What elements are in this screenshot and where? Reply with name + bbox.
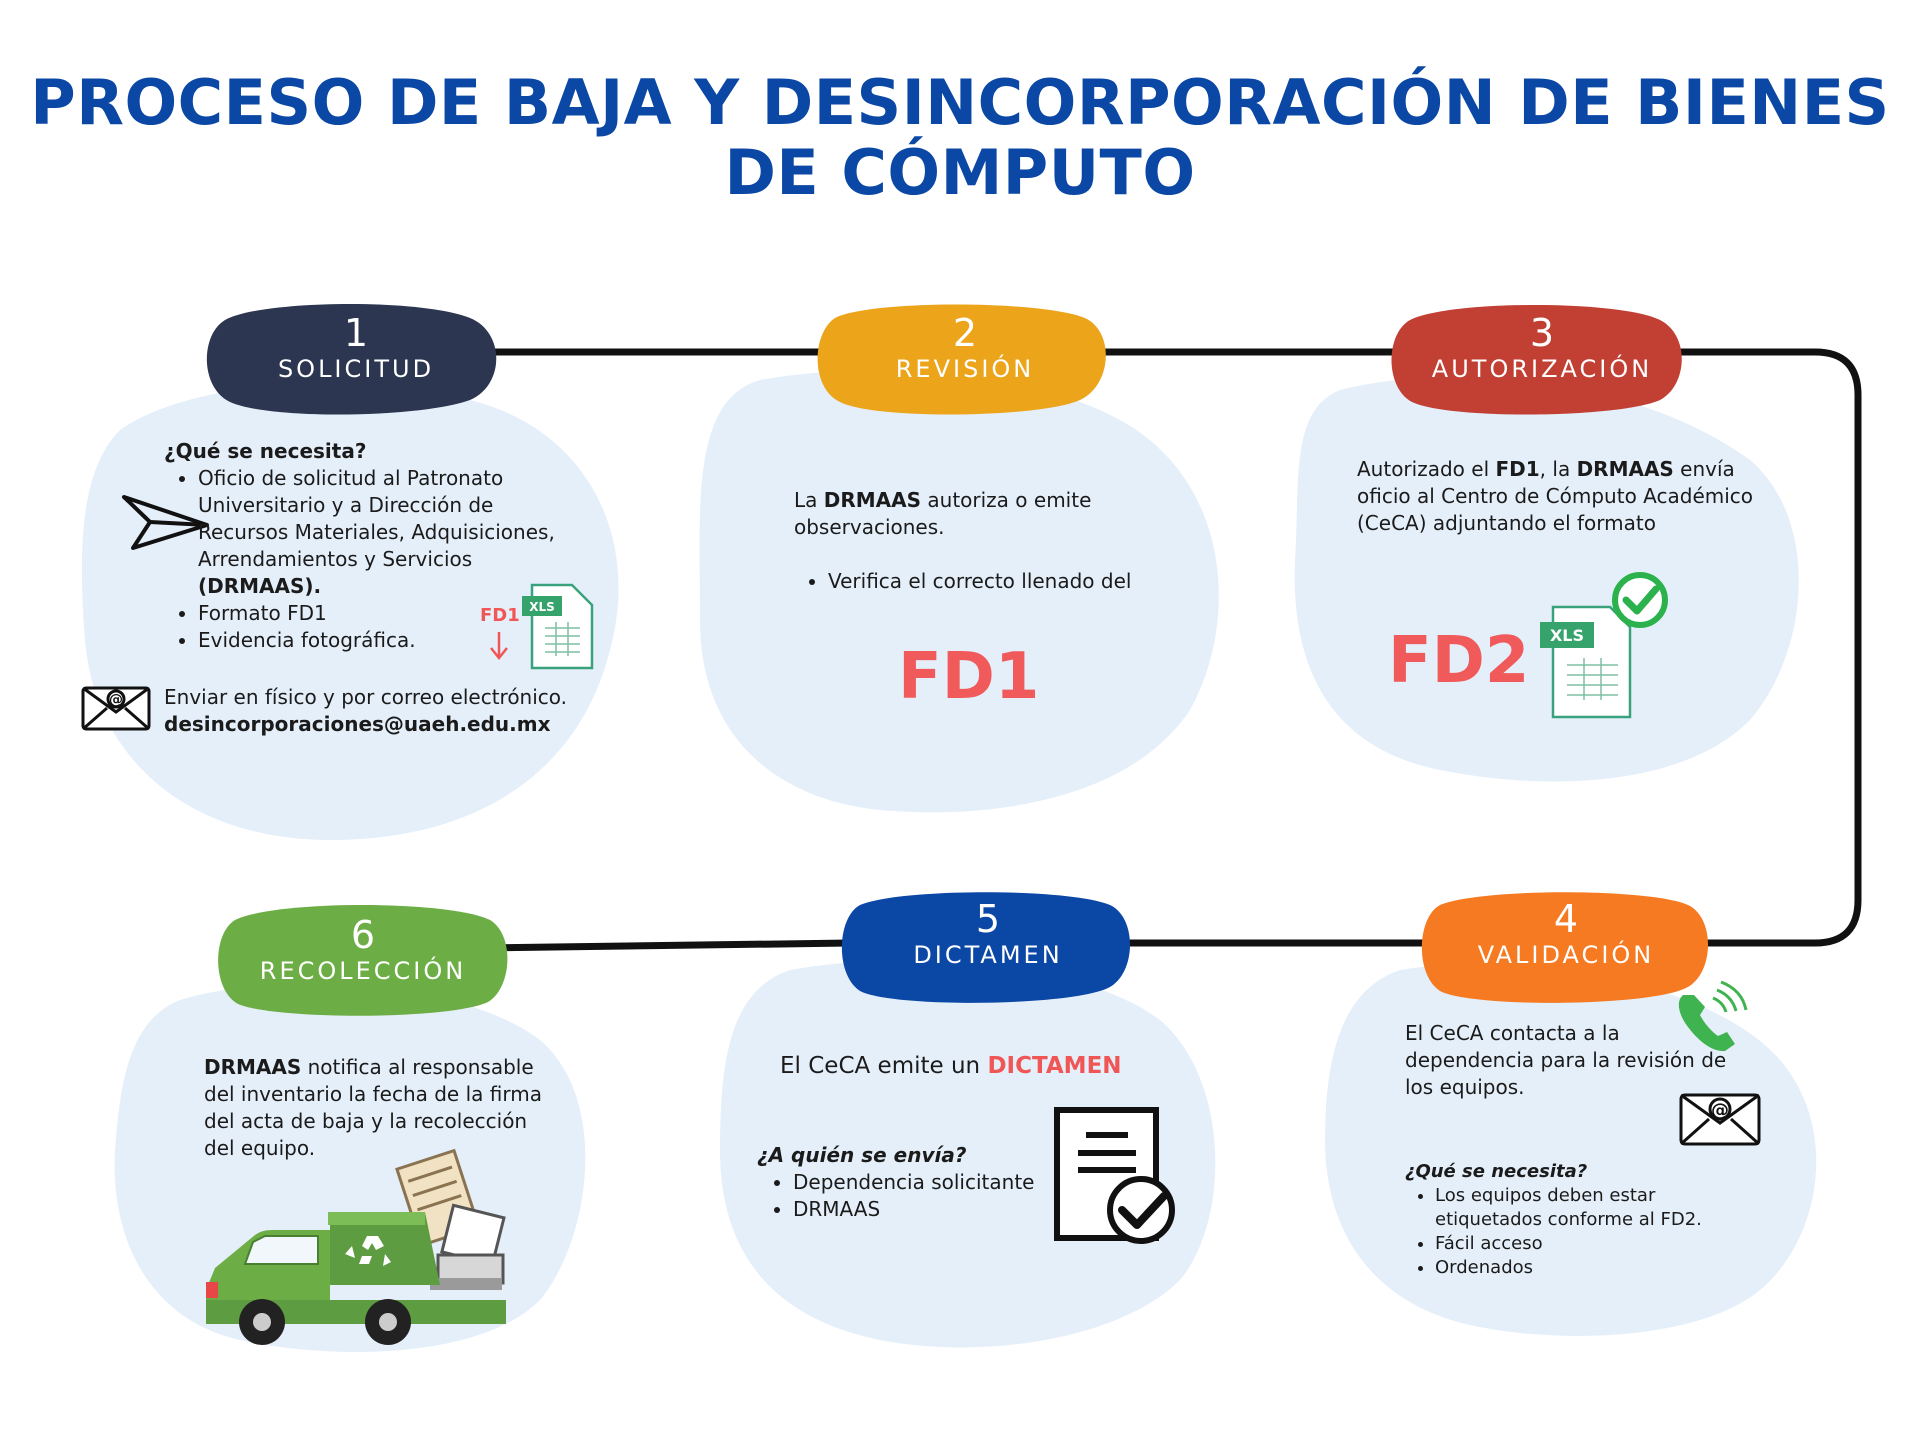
- blob-step-3: [1294, 376, 1799, 782]
- title-line-1: PROCESO DE BAJA Y DESINCORPORACIÓN DE BI…: [30, 66, 1890, 139]
- pill-label-step-2: 2 REVISIÓN: [815, 312, 1115, 384]
- step-3-label: AUTORIZACIÓN: [1431, 355, 1653, 383]
- blob-step-5: [720, 960, 1216, 1348]
- pill-step-1: [206, 303, 497, 415]
- step-5-list: ¿A quién se envía? Dependencia solicitan…: [757, 1142, 1057, 1223]
- svg-text:XLS: XLS: [529, 600, 555, 614]
- email-icon-2: @: [1679, 1093, 1761, 1146]
- step-1-heading: ¿Qué se necesita?: [164, 439, 367, 463]
- step-4-label: VALIDACIÓN: [1477, 941, 1655, 969]
- step-1-email[interactable]: desincorporaciones@uaeh.edu.mx: [164, 712, 551, 736]
- step-4-heading: ¿Qué se necesita?: [1405, 1161, 1588, 1182]
- svg-text:@: @: [1711, 1100, 1729, 1121]
- step-1-send: Enviar en físico y por correo electrónic…: [164, 684, 624, 738]
- step-6-text: DRMAAS notifica al responsable del inven…: [204, 1055, 542, 1160]
- step-1-send-text: Enviar en físico y por correo electrónic…: [164, 685, 568, 709]
- pill-label-step-5: 5 DICTAMEN: [840, 898, 1136, 970]
- title-line-2: DE CÓMPUTO: [724, 136, 1196, 209]
- pill-step-5: [841, 892, 1131, 1003]
- step-5-text: El CeCA emite un DICTAMEN: [780, 1053, 1122, 1079]
- step-3-number: 3: [1529, 311, 1555, 355]
- step-4-item: Ordenados: [1435, 1256, 1725, 1280]
- fd1-file-label: FD1: [480, 605, 520, 626]
- step-2-big-fd1: FD1: [898, 640, 1040, 714]
- step-3-text: Autorizado el FD1, la DRMAAS envía ofici…: [1357, 457, 1754, 535]
- down-arrow-icon: [490, 632, 508, 661]
- step-6-number: 6: [350, 913, 376, 957]
- email-icon: @: [81, 686, 151, 731]
- step-4-list: ¿Qué se necesita? Los equipos deben esta…: [1405, 1160, 1725, 1280]
- xls-file-icon: XLS: [522, 583, 594, 670]
- connector-line: [479, 348, 1862, 952]
- step-1-label: SOLICITUD: [277, 355, 435, 383]
- step-6-label: RECOLECCIÓN: [259, 957, 467, 985]
- step-5-number: 5: [975, 897, 1001, 941]
- step-5-item: Dependencia solicitante: [793, 1169, 1057, 1196]
- step-2-bullet: Verifica el correcto llenado del: [794, 568, 1154, 595]
- step-1-number: 1: [343, 311, 369, 355]
- pill-label-step-1: 1 SOLICITUD: [208, 312, 504, 384]
- step-1-item: Formato FD1: [198, 600, 568, 627]
- pill-step-3: [1391, 305, 1682, 415]
- step-3-big-fd2: FD2: [1388, 624, 1530, 698]
- pill-step-6: [218, 905, 508, 1016]
- pill-label-step-3: 3 AUTORIZACIÓN: [1392, 312, 1692, 384]
- blob-step-4: [1325, 964, 1817, 1336]
- document-check-icon: [1054, 1107, 1175, 1244]
- step-4-item: Los equipos deben estar etiquetados conf…: [1435, 1184, 1725, 1232]
- xls-file-check-icon: XLS: [1540, 572, 1668, 719]
- recycling-truck-icon: [206, 1148, 506, 1345]
- svg-text:@: @: [109, 692, 123, 708]
- page-title: PROCESO DE BAJA Y DESINCORPORACIÓN DE BI…: [0, 68, 1920, 208]
- step-5-heading: ¿A quién se envía?: [757, 1143, 967, 1167]
- step-5-item: DRMAAS: [793, 1196, 1057, 1223]
- svg-text:XLS: XLS: [1550, 626, 1584, 645]
- step-5-label: DICTAMEN: [913, 941, 1063, 969]
- pill-label-step-6: 6 RECOLECCIÓN: [215, 914, 511, 986]
- blob-step-1: [81, 383, 619, 840]
- step-1-item: Evidencia fotográfica.: [198, 627, 568, 654]
- step-2-text: La DRMAAS autoriza o emite observaciones…: [794, 488, 1092, 539]
- step-1-content: ¿Qué se necesita? Oficio de solicitud al…: [164, 438, 564, 654]
- pill-step-4: [1421, 892, 1709, 1003]
- pill-step-2: [817, 304, 1106, 415]
- step-4-text: El CeCA contacta a la dependencia para l…: [1405, 1021, 1727, 1099]
- pill-label-step-4: 4 VALIDACIÓN: [1418, 898, 1714, 970]
- step-4-item: Fácil acceso: [1435, 1232, 1725, 1256]
- step-2-number: 2: [952, 311, 978, 355]
- step-4-number: 4: [1553, 897, 1579, 941]
- blob-step-2: [699, 370, 1219, 813]
- send-arrow-icon: [122, 495, 209, 550]
- step-2-label: REVISIÓN: [895, 355, 1035, 383]
- phone-icon: [1678, 980, 1748, 1052]
- step-1-item: Oficio de solicitud al Patronato Univers…: [198, 465, 568, 600]
- blob-step-6: [114, 983, 586, 1352]
